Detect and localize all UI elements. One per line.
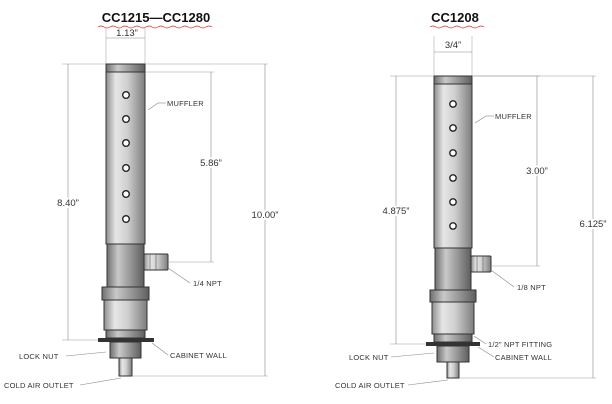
right-muffler-tube (433, 83, 473, 249)
right-cabinet-wall-label: CABINET WALL (495, 353, 552, 362)
left-adapter (103, 299, 148, 331)
muffler-hole (449, 174, 457, 182)
right-muffler-cap (433, 75, 473, 85)
right-npt-label: 1/8 NPT (517, 283, 546, 292)
left-unit: CC1215—CC1280 1.13” (4, 10, 280, 390)
left-title: CC1215—CC1280 (102, 10, 210, 25)
muffler-hole (449, 222, 457, 230)
left-outlet-nut (109, 341, 142, 359)
left-muffler-dim: 5.86” (200, 158, 222, 169)
left-vortex-body (106, 243, 145, 288)
muffler-hole (121, 90, 130, 99)
left-lock-nut (105, 329, 146, 339)
right-outlet-nut (436, 345, 470, 363)
right-total-dim: 6.125” (580, 219, 607, 230)
right-title: CC1208 (431, 10, 479, 25)
right-fitting-label: 1/2” NPT FITTING (488, 340, 552, 349)
muffler-hole (121, 114, 130, 123)
right-muffler-dim: 3.00” (526, 166, 548, 177)
right-inlet-fitting (470, 255, 492, 273)
muffler-hole (121, 189, 130, 198)
right-lock-nut-label: LOCK NUT (349, 353, 389, 362)
right-adapter (431, 301, 475, 335)
right-cold-air-tube (446, 361, 460, 379)
left-muffler-label: MUFFLER (167, 99, 204, 108)
right-height-dim: 4.875” (383, 206, 410, 217)
right-lock-nut (433, 333, 473, 343)
left-width-dim: 1.13” (116, 28, 138, 39)
left-cabinet-wall-label: CABINET WALL (170, 351, 227, 360)
left-cold-air-tube (118, 357, 133, 377)
right-unit: CC1208 3/4” 4.875” (335, 10, 608, 390)
right-cold-air-label: COLD AIR OUTLET (335, 381, 405, 390)
right-muffler-label: MUFFLER (495, 112, 532, 121)
right-title-underline (429, 25, 485, 29)
right-vortex-body (434, 247, 472, 291)
left-lock-nut-label: LOCK NUT (19, 352, 59, 361)
left-muffler-holes (121, 90, 130, 223)
muffler-hole (449, 100, 457, 108)
right-width-dim: 3/4” (445, 40, 461, 51)
right-hex-nut (429, 289, 477, 303)
left-total-dim: 10.00” (252, 210, 279, 221)
muffler-hole (121, 138, 130, 147)
right-cabinet-wall (426, 342, 480, 346)
right-muffler-holes (449, 100, 457, 230)
muffler-hole (449, 149, 457, 157)
muffler-hole (121, 163, 130, 172)
left-title-underline (97, 25, 213, 29)
left-height-dim: 8.40” (57, 198, 79, 209)
left-muffler-cap (105, 63, 146, 73)
muffler-hole (121, 214, 130, 223)
left-hex-nut (101, 286, 150, 301)
left-npt-label: 1/4 NPT (193, 279, 222, 288)
muffler-hole (449, 198, 457, 206)
muffler-hole (449, 124, 457, 132)
left-cabinet-wall (98, 338, 154, 342)
left-cold-air-label: COLD AIR OUTLET (4, 381, 74, 390)
